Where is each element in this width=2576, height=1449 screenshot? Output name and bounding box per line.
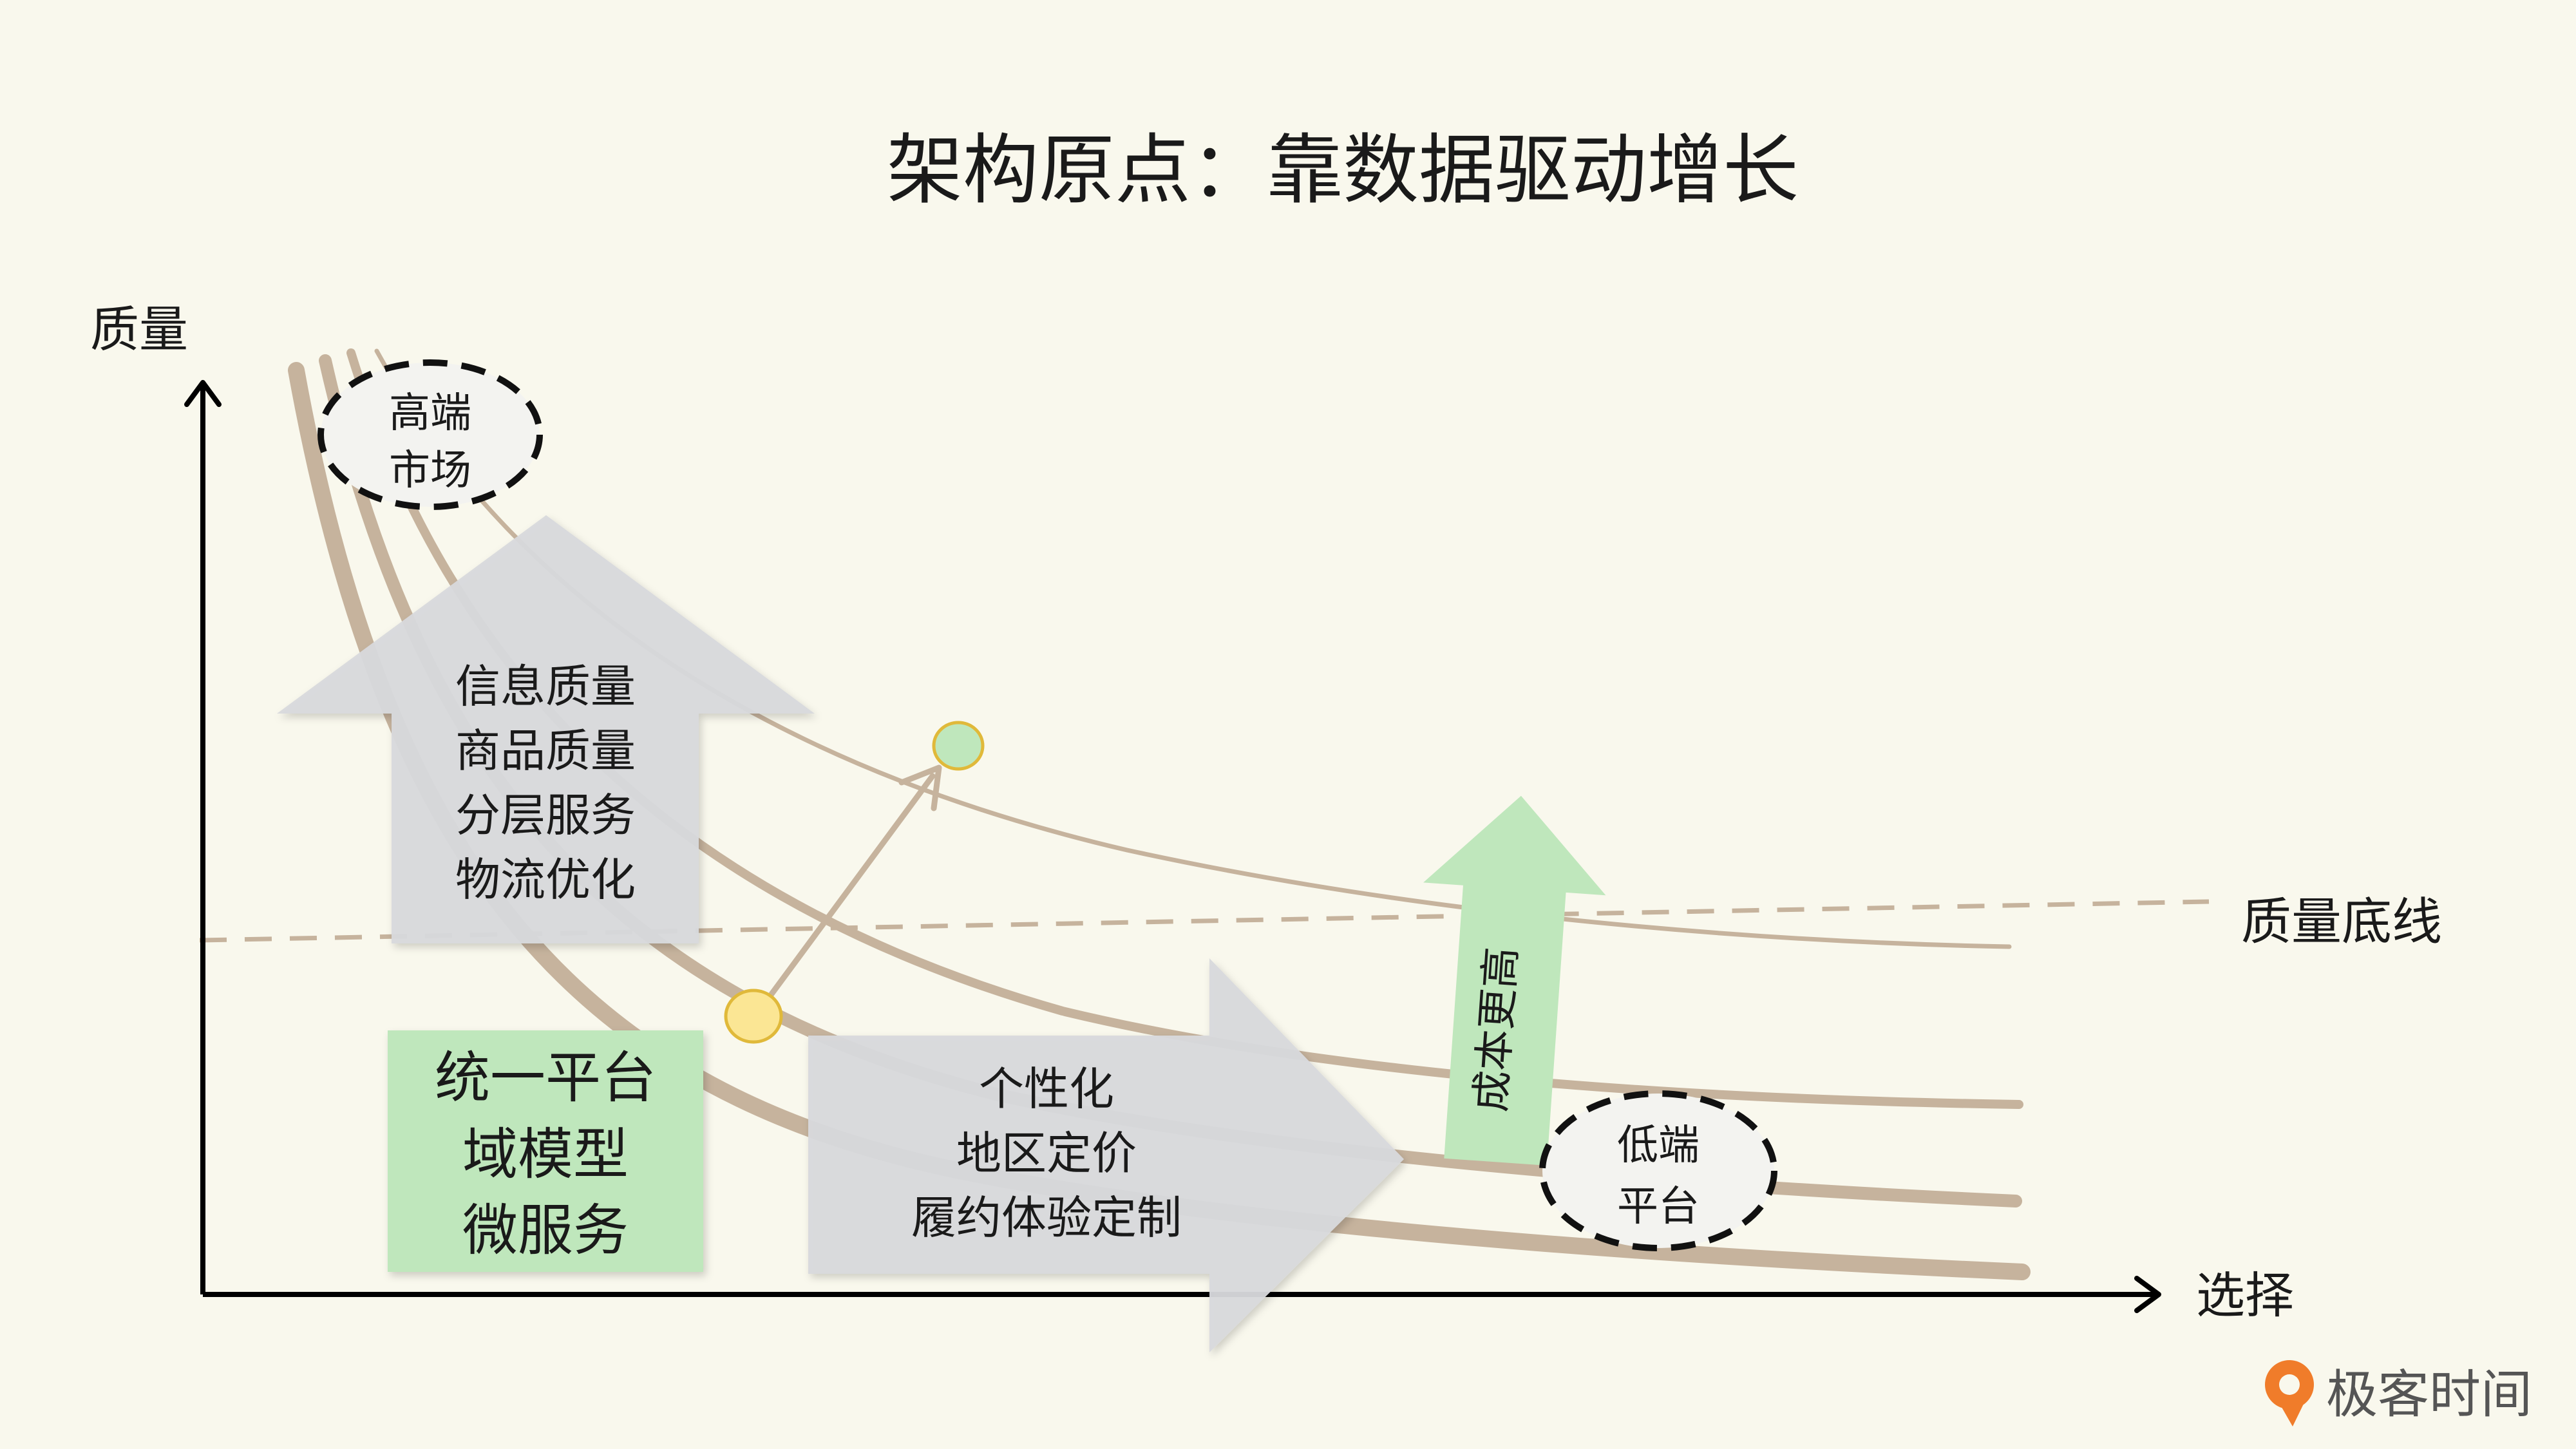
- growth-arrow: [757, 764, 942, 1013]
- up-arrow-line-3: 分层服务: [455, 789, 636, 842]
- high-end-market: [317, 359, 543, 510]
- right-arrow-line-3: 履约体验定制: [911, 1191, 1182, 1244]
- low-end-platform-line-1: 低端: [1617, 1122, 1700, 1170]
- cost-arrow: [1423, 795, 1606, 1166]
- right-arrow: [808, 958, 1404, 1352]
- y-axis-label: 质量: [90, 301, 188, 358]
- page-title: 架构原点：靠数据驱动增长: [887, 126, 1799, 214]
- start-point-dot: [724, 989, 783, 1044]
- low-end-platform-line-2: 平台: [1617, 1183, 1700, 1231]
- brand-logo-icon: [2265, 1360, 2314, 1426]
- high-end-market-line-1: 高端: [389, 390, 471, 437]
- up-arrow-line-1: 信息质量: [455, 660, 636, 713]
- x-axis-label: 选择: [2196, 1267, 2294, 1324]
- platform-box-line-3: 微服务: [462, 1198, 629, 1263]
- cost-arrow-label: 成本更高: [1467, 945, 1526, 1113]
- platform-box-line-2: 域模型: [462, 1122, 629, 1187]
- target-point-dot: [932, 721, 985, 771]
- up-arrow-line-4: 物流优化: [455, 853, 636, 906]
- brand-logo: 极客时间: [2265, 1360, 2532, 1426]
- platform-box-line-1: 统一平台: [435, 1046, 656, 1110]
- low-end-platform: [1539, 1090, 1777, 1251]
- brand-name: 极客时间: [2326, 1365, 2532, 1425]
- y-axis-arrowhead: [184, 380, 222, 407]
- x-axis-arrowhead: [2134, 1276, 2161, 1313]
- right-arrow-line-2: 地区定价: [956, 1127, 1137, 1180]
- right-arrow-line-1: 个性化: [979, 1063, 1114, 1115]
- platform-box: [388, 1030, 703, 1272]
- up-arrow: [277, 515, 815, 943]
- axes: [184, 380, 2161, 1313]
- high-end-market-line-2: 市场: [389, 447, 471, 495]
- up-arrow-line-2: 商品质量: [455, 724, 636, 777]
- quality-baseline-label: 质量底线: [2241, 893, 2442, 951]
